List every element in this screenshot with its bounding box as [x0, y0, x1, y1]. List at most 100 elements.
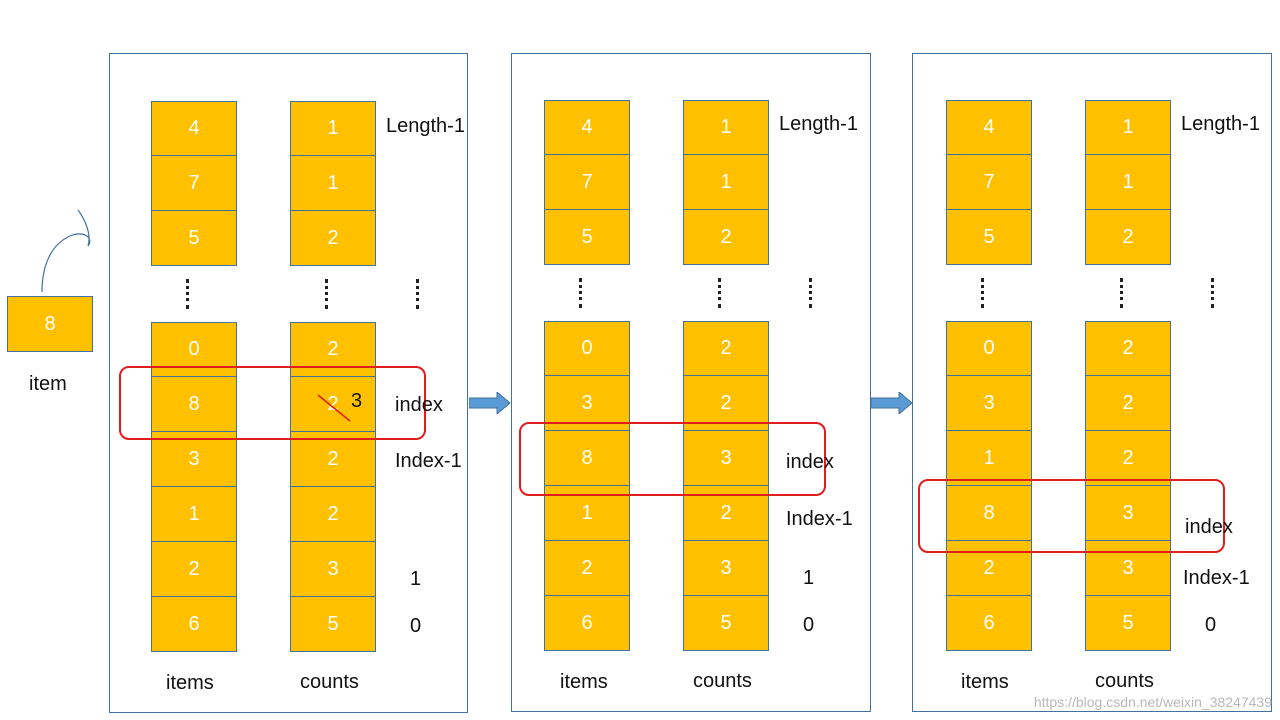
- cell: 8: [946, 486, 1032, 541]
- cell: 3: [1085, 541, 1171, 596]
- cell: 1: [1085, 100, 1171, 155]
- one-label: 1: [803, 567, 815, 589]
- cell: 0: [946, 321, 1032, 376]
- ellipsis-dots: [579, 278, 582, 308]
- cell: 3: [683, 541, 769, 596]
- cell: 8: [544, 431, 630, 486]
- zero-label: 0: [410, 615, 422, 637]
- counts-bottom-column-3: 2 2 2 3 3 5: [1085, 321, 1171, 651]
- right-arrow-icon: [469, 392, 511, 414]
- index-minus-label: Index-1: [1183, 567, 1250, 589]
- cell: 6: [544, 596, 630, 651]
- cell: 7: [946, 155, 1032, 210]
- edited-count: 3: [351, 390, 363, 412]
- cell: 5: [544, 210, 630, 265]
- right-arrow-icon: [871, 392, 913, 414]
- cell: 0: [544, 321, 630, 376]
- ellipsis-dots: [718, 278, 721, 308]
- cell: 2: [1085, 431, 1171, 486]
- cell: 5: [151, 211, 237, 266]
- cell: 2: [1085, 210, 1171, 265]
- items-caption: items: [961, 671, 1009, 693]
- cell: 2: [683, 210, 769, 265]
- cell: 3: [151, 432, 237, 487]
- cell: 1: [683, 155, 769, 210]
- cell: 1: [1085, 155, 1171, 210]
- items-top-column-1: 4 7 5: [151, 101, 237, 266]
- items-caption: items: [166, 672, 214, 694]
- cell: 4: [544, 100, 630, 155]
- cell: 2: [683, 321, 769, 376]
- index-label: index: [1185, 516, 1233, 538]
- item-box: 8: [7, 296, 93, 352]
- cell: 7: [544, 155, 630, 210]
- cell: 3: [683, 431, 769, 486]
- counts-caption: counts: [300, 671, 359, 693]
- item-value: 8: [44, 312, 56, 335]
- cell: 2: [1085, 321, 1171, 376]
- ellipsis-dots: [981, 278, 984, 308]
- items-top-column-3: 4 7 5: [946, 100, 1032, 265]
- cell: 5: [290, 597, 376, 652]
- cell: 2: [946, 541, 1032, 596]
- cell: 2: [151, 542, 237, 597]
- cell: 4: [946, 100, 1032, 155]
- cell: 3: [1085, 486, 1171, 541]
- item-label: item: [29, 373, 67, 395]
- cell: 3: [290, 542, 376, 597]
- cell: 6: [151, 597, 237, 652]
- zero-label: 0: [1205, 614, 1217, 636]
- items-caption: items: [560, 671, 608, 693]
- ellipsis-dots: [416, 279, 419, 309]
- highlight-box: [519, 422, 826, 496]
- length-label: Length-1: [386, 115, 465, 137]
- index-label: index: [395, 394, 443, 416]
- cell: 2: [290, 377, 376, 432]
- cell: 1: [946, 431, 1032, 486]
- cell: 2: [290, 487, 376, 542]
- index-minus-label: Index-1: [395, 450, 462, 472]
- watermark: https://blog.csdn.net/weixin_38247439: [1033, 694, 1272, 710]
- items-bottom-column-2: 0 3 8 1 2 6: [544, 321, 630, 651]
- cell: 7: [151, 156, 237, 211]
- cell: 1: [290, 156, 376, 211]
- items-bottom-column-3: 0 3 1 8 2 6: [946, 321, 1032, 651]
- cell: 4: [151, 101, 237, 156]
- counts-top-column-2: 1 1 2: [683, 100, 769, 265]
- curved-arrow-icon: [41, 209, 91, 293]
- items-top-column-2: 4 7 5: [544, 100, 630, 265]
- cell: 5: [683, 596, 769, 651]
- cell: 2: [290, 211, 376, 266]
- counts-caption: counts: [693, 670, 752, 692]
- cell: 2: [1085, 376, 1171, 431]
- one-label: 1: [410, 568, 422, 590]
- length-label: Length-1: [1181, 113, 1260, 135]
- index-label: index: [786, 451, 834, 473]
- counts-caption: counts: [1095, 670, 1154, 692]
- index-minus-label: Index-1: [786, 508, 853, 530]
- zero-label: 0: [803, 614, 815, 636]
- highlight-box: [119, 366, 426, 440]
- cell: 1: [151, 487, 237, 542]
- cell: 3: [544, 376, 630, 431]
- ellipsis-dots: [325, 279, 328, 309]
- ellipsis-dots: [1211, 278, 1214, 308]
- ellipsis-dots: [809, 278, 812, 308]
- cell: 8: [151, 377, 237, 432]
- cell: 2: [290, 432, 376, 487]
- counts-top-column-1: 1 1 2: [290, 101, 376, 266]
- cell: 5: [946, 210, 1032, 265]
- cell: 6: [946, 596, 1032, 651]
- cell: 5: [1085, 596, 1171, 651]
- cell: 1: [290, 101, 376, 156]
- cell: 2: [683, 376, 769, 431]
- cell: 2: [544, 541, 630, 596]
- highlight-box: [918, 479, 1225, 553]
- ellipsis-dots: [1120, 278, 1123, 308]
- cell: 1: [683, 100, 769, 155]
- cell: 3: [946, 376, 1032, 431]
- strike-line: [317, 394, 351, 422]
- ellipsis-dots: [186, 279, 189, 309]
- counts-top-column-3: 1 1 2: [1085, 100, 1171, 265]
- length-label: Length-1: [779, 113, 858, 135]
